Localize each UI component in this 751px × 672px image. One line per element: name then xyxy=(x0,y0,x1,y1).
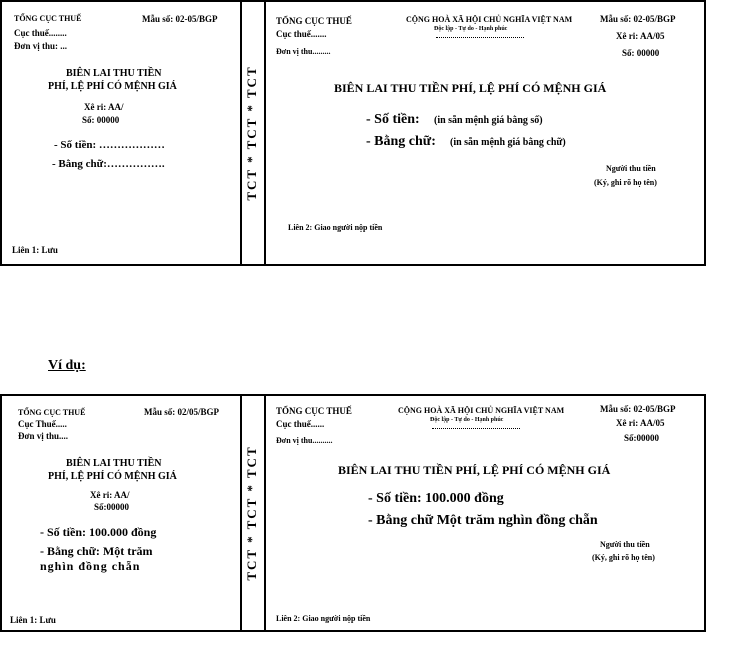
stub-in-words: - Bằng chữ:……………. xyxy=(52,158,165,170)
collector-label: Người thu tiền xyxy=(606,164,656,173)
example-main: TỔNG CỤC THUẾ Cục thuế...... Đơn vị thu.… xyxy=(264,396,704,630)
main-form-number: Mẫu số: 02-05/BGP xyxy=(600,14,676,24)
main-number: Số: 00000 xyxy=(622,48,660,58)
main-in-words: - Bằng chữ Một trăm nghìn đồng chẵn xyxy=(368,513,598,528)
stub-copy-label: Liên 1: Lưu xyxy=(12,245,58,255)
stub-series: Xê ri: AA/ xyxy=(90,490,130,500)
main-dept: Cục thuế....... xyxy=(276,29,327,39)
signature-note: (Ký, ghi rõ họ tên) xyxy=(594,178,657,187)
stub-number: Số: 00000 xyxy=(82,115,120,125)
stub-unit: Đơn vị thu: ... xyxy=(14,41,67,51)
stub-amount: - Số tiền: 100.000 đồng xyxy=(40,525,157,539)
main-agency: TỔNG CỤC THUẾ xyxy=(276,16,352,26)
band-text: TCT * TCT * TCT xyxy=(244,65,259,201)
main-unit: Đơn vị thu......... xyxy=(276,47,331,56)
main-motto: Độc lập - Tự do - Hạnh phúc xyxy=(434,26,508,32)
stub-series: Xê ri: AA/ xyxy=(84,102,124,112)
stub-form-number: Mẫu số: 02/05/BGP xyxy=(144,407,220,417)
main-agency: TỔNG CỤC THUẾ xyxy=(276,406,352,416)
stub-agency: TỔNG CỤC THUẾ xyxy=(18,408,86,417)
main-unit: Đơn vị thu.......... xyxy=(276,436,333,445)
main-number: Số:00000 xyxy=(624,433,660,443)
stub-dept: Cục thuế........ xyxy=(14,28,67,38)
main-amount: - Số tiền: 100.000 đồng xyxy=(368,491,504,506)
band-text: TCT * TCT * TCT xyxy=(244,445,259,581)
main-nation: CỘNG HOÀ XÃ HỘI CHỦ NGHĨA VIỆT NAM xyxy=(398,406,565,415)
receipt-example: TỔNG CỤC THUẾ Mẫu số: 02/05/BGP Cục Thuế… xyxy=(0,394,706,632)
main-amount-label: - Số tiền: xyxy=(366,112,420,127)
stub-copy-label: Liên 1: Lưu xyxy=(10,615,56,625)
receipt-main: TỔNG CỤC THUẾ Cục thuế....... Đơn vị thu… xyxy=(264,2,704,264)
stub-unit: Đơn vị thu.... xyxy=(18,431,68,441)
stub-title-line2: PHÍ, LỆ PHÍ CÓ MỆNH GIÁ xyxy=(48,471,177,482)
perforation-band: TCT * TCT * TCT xyxy=(240,2,266,264)
main-title: BIÊN LAI THU TIỀN PHÍ, LỆ PHÍ CÓ MỆNH GI… xyxy=(338,463,611,477)
main-form-number: Mẫu số: 02-05/BGP xyxy=(600,404,676,414)
main-copy-label: Liên 2: Giao người nộp tiền xyxy=(276,614,371,623)
stub-amount: - Số tiền: ……………… xyxy=(54,139,165,151)
stub-in-words-2: nghìn đồng chẵn xyxy=(40,559,141,573)
signature-note: (Ký, ghi rõ họ tên) xyxy=(592,553,655,562)
stub-title-line1: BIÊN LAI THU TIỀN xyxy=(66,458,162,469)
stub-dept: Cục Thuế..... xyxy=(18,419,67,429)
stub-title-line2: PHÍ, LỆ PHÍ CÓ MỆNH GIÁ xyxy=(48,81,177,92)
main-copy-label: Liên 2: Giao người nộp tiền xyxy=(288,223,383,232)
motto-underline xyxy=(432,428,520,429)
collector-label: Người thu tiền xyxy=(600,540,650,549)
main-dept: Cục thuế...... xyxy=(276,419,325,429)
motto-underline xyxy=(436,37,524,38)
receipt-stub: TỔNG CỤC THUẾ Mẫu số: 02-05/BGP Cục thuế… xyxy=(2,2,242,264)
main-words-label: - Bằng chữ: xyxy=(366,134,436,149)
example-stub: TỔNG CỤC THUẾ Mẫu số: 02/05/BGP Cục Thuế… xyxy=(2,396,242,630)
stub-number: Số:00000 xyxy=(94,502,130,512)
main-amount-value: (in sẵn mệnh giá bằng số) xyxy=(434,115,543,126)
main-motto: Độc lập - Tự do - Hạnh phúc xyxy=(430,417,504,423)
receipt-template: TỔNG CỤC THUẾ Mẫu số: 02-05/BGP Cục thuế… xyxy=(0,0,706,266)
stub-agency: TỔNG CỤC THUẾ xyxy=(14,14,82,23)
perforation-band: TCT * TCT * TCT xyxy=(240,396,266,630)
stub-title-line1: BIÊN LAI THU TIỀN xyxy=(66,68,162,79)
main-words-value: (in sẵn mệnh giá bằng chữ) xyxy=(450,137,566,148)
stub-form-number: Mẫu số: 02-05/BGP xyxy=(142,14,218,24)
stub-in-words-1: - Bằng chữ: Một trăm xyxy=(40,544,153,558)
main-title: BIÊN LAI THU TIỀN PHÍ, LỆ PHÍ CÓ MỆNH GI… xyxy=(334,81,607,95)
main-series: Xê ri: AA/05 xyxy=(616,31,665,41)
example-label: Ví dụ: xyxy=(48,358,86,373)
main-nation: CỘNG HOÀ XÃ HỘI CHỦ NGHĨA VIỆT NAM xyxy=(406,15,573,24)
main-series: Xê ri: AA/05 xyxy=(616,418,665,428)
